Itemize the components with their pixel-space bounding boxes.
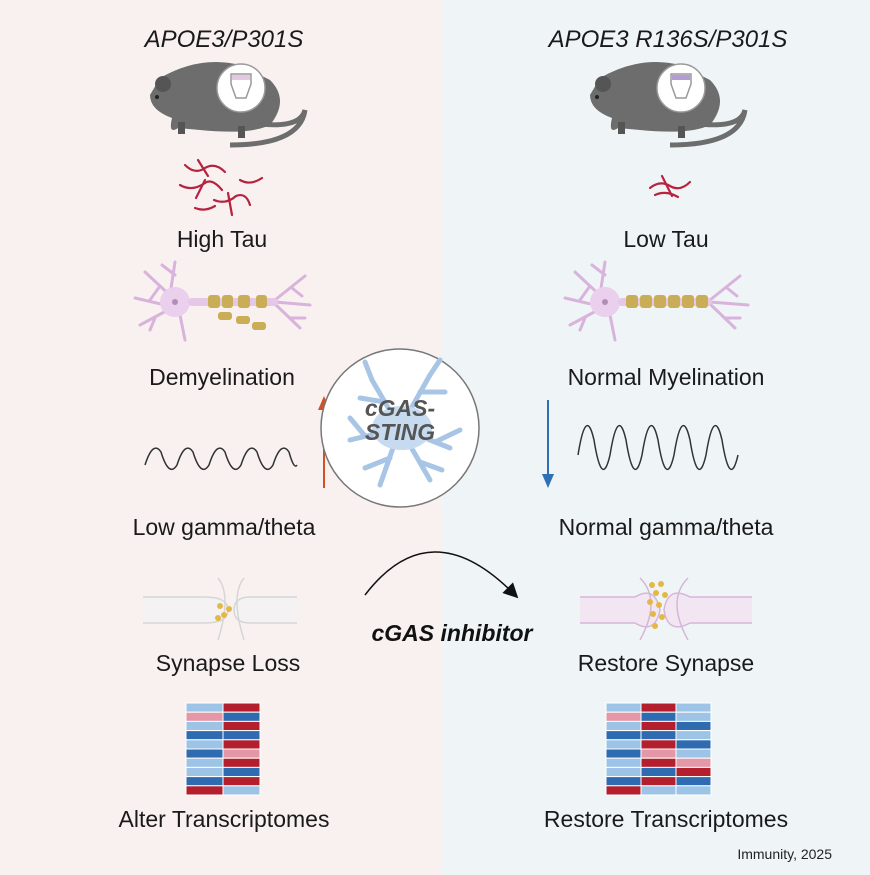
heatmap-cell	[640, 730, 677, 741]
heatmap-cell	[605, 730, 642, 741]
mouse-icon	[590, 61, 748, 148]
heatmap-cell	[185, 748, 224, 759]
heatmap-cell	[640, 702, 677, 713]
left-panel-title: APOE3/P301S	[144, 26, 304, 53]
heatmap-cell	[675, 711, 712, 722]
right-label-myelin: Normal Myelination	[567, 364, 765, 390]
left-label-oscillation: Low gamma/theta	[132, 514, 316, 540]
right-label-synapse: Restore Synapse	[577, 650, 755, 676]
vial-icon	[670, 73, 692, 99]
left-label-myelin: Demyelination	[149, 364, 295, 390]
tau-fibril-icon	[178, 158, 264, 217]
heatmap-cell	[675, 776, 712, 787]
heatmap-cell	[185, 757, 224, 768]
vial-icon	[230, 73, 252, 99]
heatmap-cell	[605, 739, 642, 750]
wave-icon	[144, 447, 298, 471]
heatmap-cell	[222, 748, 261, 759]
heatmap-cell	[640, 776, 677, 787]
synapse-icon	[143, 577, 297, 641]
heatmap-cell	[222, 711, 261, 722]
heatmap-icon	[605, 702, 712, 796]
heatmap-cell	[222, 757, 261, 768]
heatmap-cell	[185, 720, 224, 732]
heatmap-cell	[185, 739, 224, 750]
heatmap-cell	[640, 739, 677, 750]
neuron-icon	[133, 260, 312, 342]
heatmap-cell	[675, 720, 712, 732]
heatmap-cell	[222, 720, 261, 732]
cgas-sting-label: cGAS- STING	[350, 396, 450, 444]
heatmap-cell	[640, 766, 677, 778]
right-label-tau: Low Tau	[623, 226, 709, 252]
neuron-icon	[563, 260, 750, 342]
heatmap-cell	[605, 766, 642, 778]
heatmap-cell	[675, 757, 712, 768]
heatmap-cell	[605, 785, 642, 796]
heatmap-cell	[185, 730, 224, 741]
heatmap-cell	[222, 776, 261, 787]
cgas-label-line2: STING	[364, 419, 436, 445]
right-label-transcriptome: Restore Transcriptomes	[543, 806, 789, 832]
heatmap-cell	[640, 720, 677, 732]
heatmap-cell	[675, 766, 712, 778]
heatmap-icon	[185, 702, 261, 796]
citation: Immunity, 2025	[737, 846, 832, 862]
heatmap-cell	[675, 739, 712, 750]
heatmap-cell	[640, 757, 677, 768]
cgas-label-line1: cGAS-	[364, 395, 436, 421]
microglia-icon	[320, 348, 480, 508]
heatmap-cell	[675, 785, 712, 796]
heatmap-cell	[185, 702, 224, 713]
heatmap-cell	[185, 785, 224, 796]
heatmap-cell	[222, 702, 261, 713]
right-label-oscillation: Normal gamma/theta	[558, 514, 774, 540]
heatmap-cell	[222, 730, 261, 741]
heatmap-cell	[640, 748, 677, 759]
cgas-inhibitor-label: cGAS inhibitor	[371, 620, 533, 646]
heatmap-cell	[605, 720, 642, 732]
left-label-transcriptome: Alter Transcriptomes	[118, 806, 330, 832]
heatmap-cell	[675, 702, 712, 713]
heatmap-cell	[640, 711, 677, 722]
synapse-icon	[580, 577, 752, 641]
heatmap-cell	[185, 776, 224, 787]
heatmap-cell	[675, 748, 712, 759]
mouse-icon	[150, 61, 308, 148]
heatmap-cell	[605, 776, 642, 787]
heatmap-cell	[222, 785, 261, 796]
right-panel-title: APOE3 R136S/P301S	[548, 26, 788, 53]
heatmap-cell	[605, 748, 642, 759]
down-arrow-icon	[542, 400, 554, 488]
heatmap-cell	[222, 739, 261, 750]
heatmap-cell	[605, 702, 642, 713]
left-label-synapse: Synapse Loss	[155, 650, 301, 676]
heatmap-cell	[185, 766, 224, 778]
heatmap-cell	[675, 730, 712, 741]
tau-fibril-icon	[648, 174, 692, 199]
heatmap-cell	[605, 757, 642, 768]
heatmap-cell	[185, 711, 224, 722]
heatmap-cell	[222, 766, 261, 778]
wave-icon	[577, 424, 739, 471]
inhibitor-arrow	[364, 551, 519, 599]
heatmap-cell	[640, 785, 677, 796]
left-label-tau: High Tau	[176, 226, 268, 252]
heatmap-cell	[605, 711, 642, 722]
